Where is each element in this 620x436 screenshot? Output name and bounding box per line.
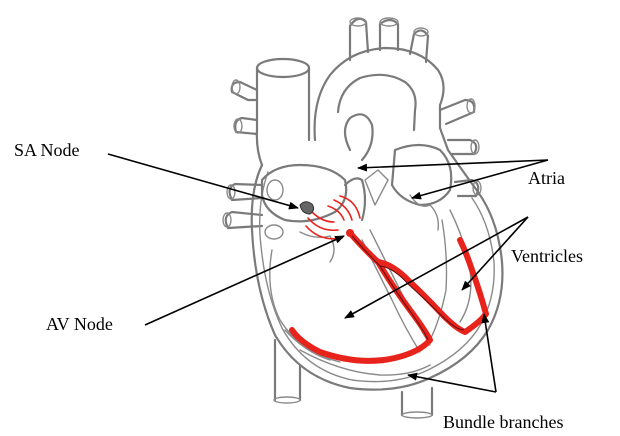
labels: SA Node Atria Ventricles AV Node Bundle …	[14, 140, 583, 432]
inferior-vena-cava	[274, 340, 300, 403]
label-atria: Atria	[528, 168, 565, 188]
superior-vena-cava	[257, 59, 309, 165]
ventricles-pointer-1	[345, 217, 528, 318]
conduction-system	[292, 196, 486, 361]
aorta	[315, 18, 444, 140]
label-av-node: AV Node	[46, 314, 113, 334]
heart-chambers	[262, 114, 471, 362]
descending-aorta	[402, 388, 432, 418]
label-sa-node: SA Node	[14, 140, 80, 160]
label-ventricles: Ventricles	[511, 246, 583, 266]
av-node-pointer	[145, 236, 344, 325]
sa-node-marker	[300, 202, 314, 214]
label-bundle-branches: Bundle branches	[443, 412, 563, 432]
bundle-branches-pointer-1	[408, 375, 496, 392]
right-bundle-branch	[292, 233, 430, 361]
sa-node-pointer	[108, 154, 298, 208]
atria-pointer-1	[358, 160, 548, 168]
